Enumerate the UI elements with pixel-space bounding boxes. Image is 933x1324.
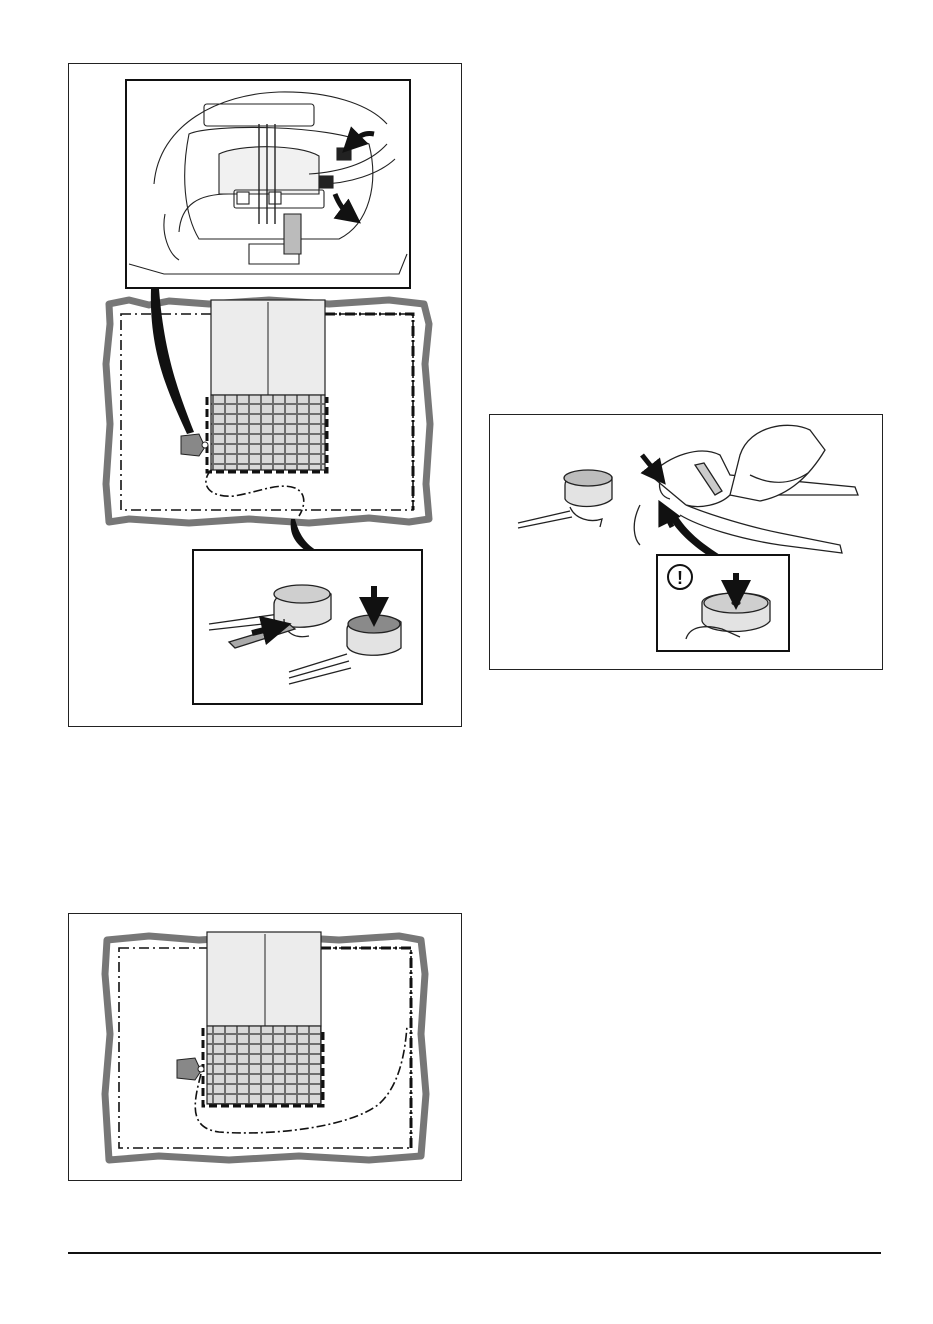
pliers-hand: [634, 425, 858, 553]
exclamation-circle-icon: !: [668, 565, 692, 589]
figure-lawn-connection: [68, 63, 462, 727]
lawn-boundary-illustration: [69, 914, 461, 1180]
connector-pliers-illustration: !: [490, 415, 882, 669]
connector-left: [518, 470, 612, 528]
patio: [211, 395, 325, 470]
house: [207, 932, 321, 1026]
warning-symbol: !: [677, 568, 683, 588]
lawn-connection-illustration: [69, 64, 461, 726]
patio: [207, 1026, 321, 1104]
figure-lawn-boundary: [68, 913, 462, 1181]
figure-connector-pliers: !: [489, 414, 883, 670]
footer-rule: [68, 1252, 881, 1254]
